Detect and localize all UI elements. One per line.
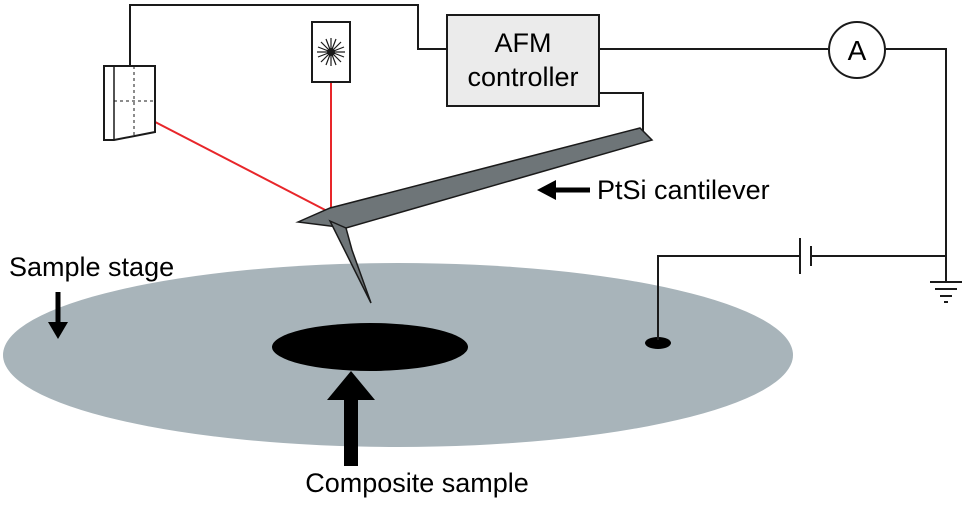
wire-electrode-battery xyxy=(657,255,800,340)
sample-stage-arrow xyxy=(48,292,68,339)
cantilever xyxy=(295,127,654,304)
ammeter-label: A xyxy=(848,35,867,66)
laser-beams xyxy=(131,82,332,214)
afm-controller-label-line1: AFM xyxy=(495,28,552,58)
sample-stage-label: Sample stage xyxy=(9,252,174,282)
photodetector-icon xyxy=(103,65,156,141)
ammeter-icon: A xyxy=(828,21,886,79)
wire-controller-cantilever xyxy=(599,92,644,132)
composite-sample xyxy=(272,323,468,371)
cantilever-arrow xyxy=(537,180,590,200)
afm-controller-label-line2: controller xyxy=(467,62,578,92)
afm-controller-box xyxy=(446,14,600,107)
laser-burst-icon xyxy=(311,21,351,83)
cantilever-label: PtSi cantilever xyxy=(597,175,770,205)
wire-ammeter-ground xyxy=(886,48,947,282)
stage-electrode xyxy=(645,337,671,349)
composite-sample-label: Composite sample xyxy=(305,468,529,498)
wiring xyxy=(129,4,947,340)
wire-detector-controller xyxy=(129,4,447,66)
ground-icon xyxy=(930,281,962,303)
battery-icon xyxy=(799,238,812,274)
afm-controller: AFM controller xyxy=(446,14,600,107)
cantilever-tip xyxy=(328,219,372,304)
laser-beam-reflected xyxy=(131,109,332,214)
composite-sample-arrow xyxy=(327,371,375,466)
